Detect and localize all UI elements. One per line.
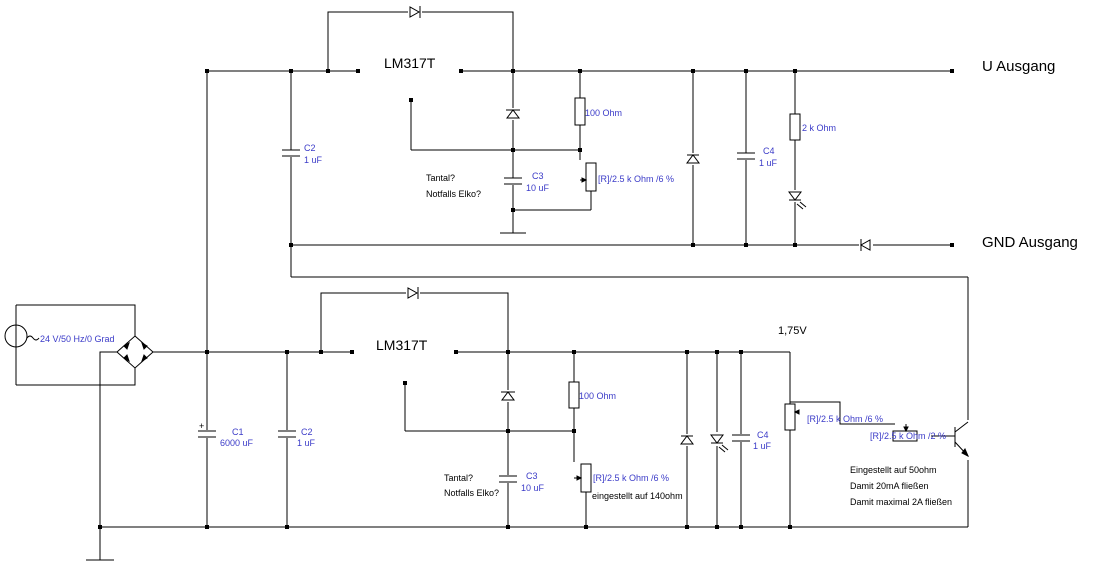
ac-source-symbol xyxy=(4,324,40,348)
upper-bypass-diode-symbol xyxy=(408,6,422,18)
lower-note-elko: Notfalls Elko? xyxy=(444,488,499,498)
upper-r100-value: 100 Ohm xyxy=(585,108,622,118)
lower-c2-name: C2 xyxy=(301,427,313,437)
u-output-label: U Ausgang xyxy=(982,58,1055,75)
upper-note-tantal: Tantal? xyxy=(426,173,455,183)
lower-c1-value: 6000 uF xyxy=(220,438,254,448)
lower-pot3-value: [R]/2.5 k Ohm /2 % xyxy=(870,431,946,441)
upper-regulator-label: LM317T xyxy=(384,55,436,71)
upper-c4-name: C4 xyxy=(763,146,775,156)
npn-transistor-symbol xyxy=(954,421,969,458)
lower-note-20ma: Damit 20mA fließen xyxy=(850,481,929,491)
lower-pot-note: eingestellt auf 140ohm xyxy=(592,491,683,501)
upper-potentiometer-symbol xyxy=(580,162,597,192)
lower-pot-value: [R]/2.5 k Ohm /6 % xyxy=(593,473,669,483)
lower-zener-diode-symbol xyxy=(680,434,695,446)
upper-c2-value: 1 uF xyxy=(304,155,323,165)
lower-regulator-label: LM317T xyxy=(376,337,428,353)
upper-c4-capacitor-symbol xyxy=(736,152,756,160)
lower-bypass-diode-symbol xyxy=(406,287,420,299)
lower-note-tantal: Tantal? xyxy=(444,473,473,483)
lower-voltage-label: 1,75V xyxy=(778,325,807,337)
upper-c4-value: 1 uF xyxy=(759,158,778,168)
upper-pot-value: [R]/2.5 k Ohm /6 % xyxy=(598,174,674,184)
lower-led-symbol xyxy=(710,432,729,453)
svg-text:+: + xyxy=(199,421,204,431)
upper-c2-capacitor-symbol xyxy=(281,149,301,157)
lower-potentiometer-symbol xyxy=(574,463,592,493)
lower-c2-capacitor-symbol xyxy=(277,430,297,438)
lower-note-2a: Damit maximal 2A fließen xyxy=(850,497,952,507)
upper-c3-capacitor-symbol xyxy=(503,177,523,185)
bridge-rectifier-symbol xyxy=(116,335,154,369)
lower-c3-value: 10 uF xyxy=(521,483,545,493)
lower-c4-value: 1 uF xyxy=(753,441,772,451)
lower-c4-name: C4 xyxy=(757,430,769,440)
lower-potentiometer3-symbol xyxy=(892,426,918,442)
upper-protect-diode-symbol xyxy=(506,108,520,120)
upper-c3-value: 10 uF xyxy=(526,183,550,193)
source-label: 24 V/50 Hz/0 Grad xyxy=(40,334,115,344)
lower-c3-name: C3 xyxy=(526,471,538,481)
lower-c4-capacitor-symbol xyxy=(731,434,751,442)
lower-c2-value: 1 uF xyxy=(297,438,316,448)
lower-r100-resistor-symbol xyxy=(568,381,580,409)
lower-potentiometer2-symbol xyxy=(784,403,800,431)
upper-r2k-resistor-symbol xyxy=(789,113,801,141)
lower-pot2-value: [R]/2.5 k Ohm /6 % xyxy=(807,414,883,424)
gnd-output-diode-symbol xyxy=(859,239,873,251)
upper-r2k-value: 2 k Ohm xyxy=(802,123,836,133)
upper-led-symbol xyxy=(788,190,807,210)
upper-zener-diode-symbol xyxy=(686,153,701,165)
junction-dots xyxy=(98,69,954,529)
lower-c3-capacitor-symbol xyxy=(498,475,518,483)
lower-c1-capacitor-symbol: + xyxy=(197,421,217,438)
lower-r100-value: 100 Ohm xyxy=(579,391,616,401)
lower-protect-diode-symbol xyxy=(501,390,515,402)
upper-r100-resistor-symbol xyxy=(574,97,586,126)
upper-c3-name: C3 xyxy=(532,171,544,181)
lower-note-50ohm: Eingestellt auf 50ohm xyxy=(850,465,937,475)
upper-c2-name: C2 xyxy=(304,143,316,153)
gnd-output-label: GND Ausgang xyxy=(982,234,1078,251)
lower-c1-name: C1 xyxy=(232,427,244,437)
upper-note-elko: Notfalls Elko? xyxy=(426,189,481,199)
